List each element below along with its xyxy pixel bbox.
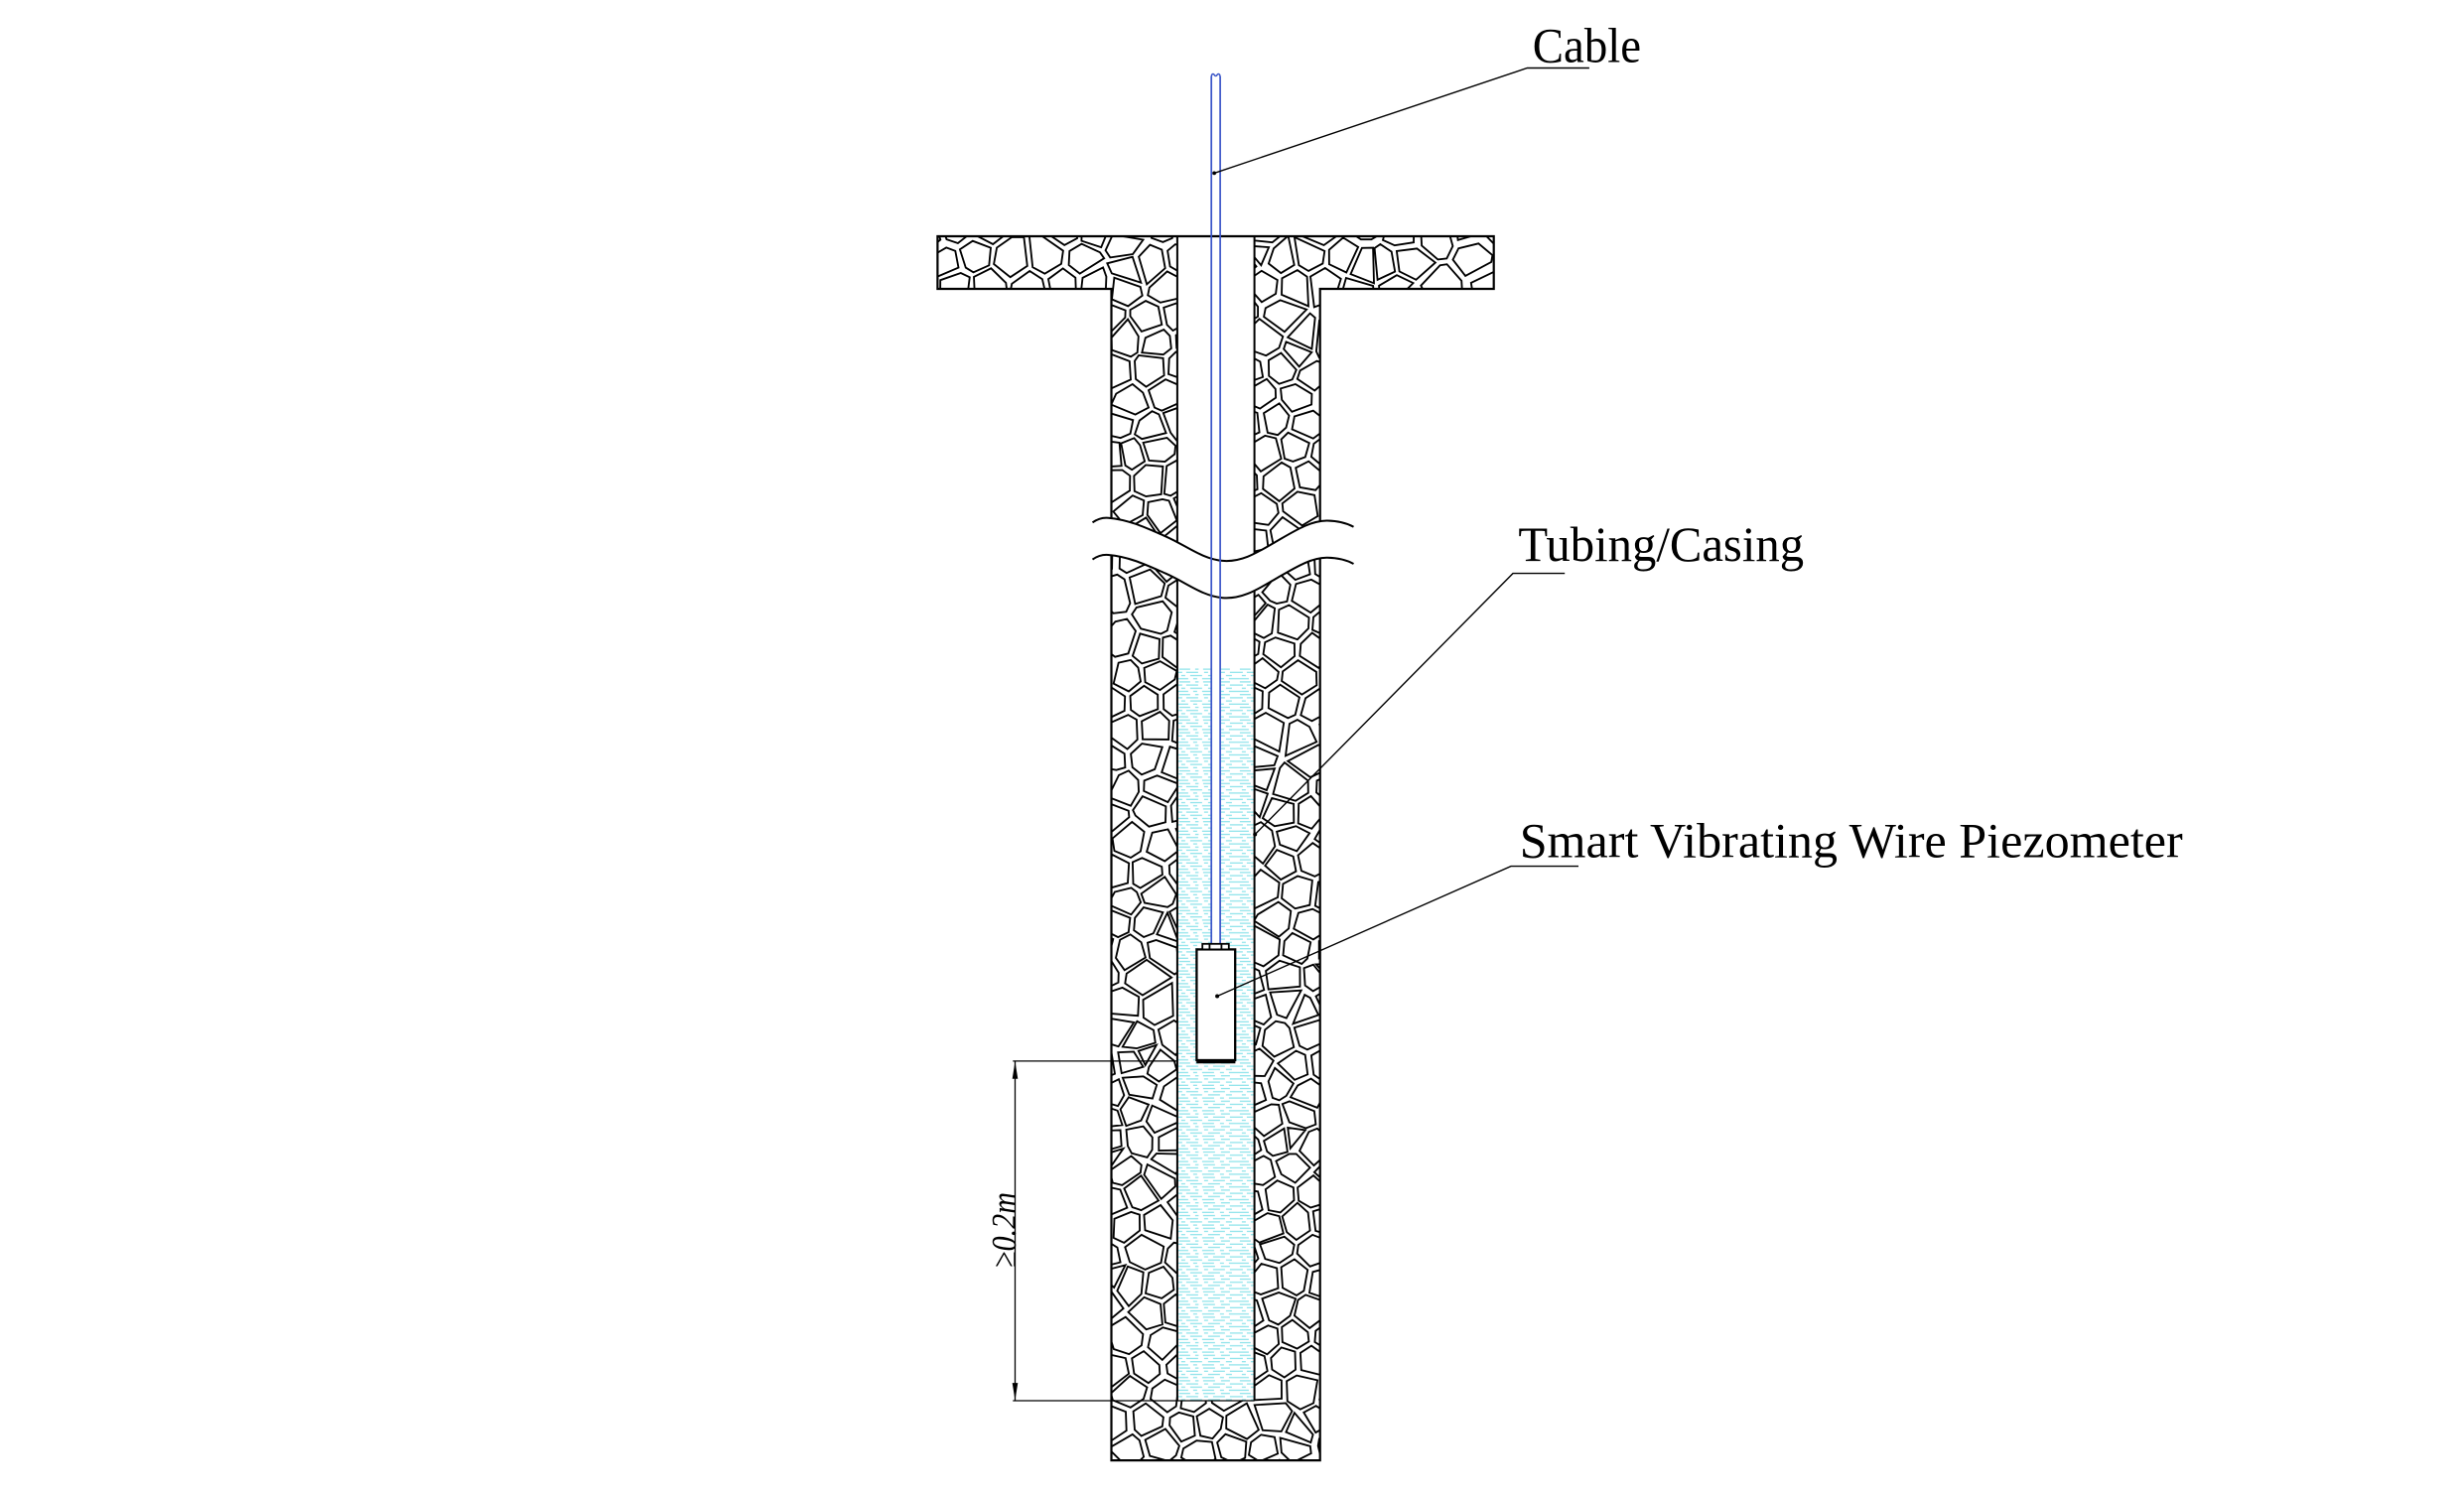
svg-text:Tubing/Casing: Tubing/Casing bbox=[1518, 516, 1804, 572]
svg-text:Smart Vibrating Wire Piezomete: Smart Vibrating Wire Piezometer bbox=[1520, 812, 2183, 868]
svg-text:Cable: Cable bbox=[1533, 18, 1641, 73]
svg-text:≥0.2m: ≥0.2m bbox=[985, 1192, 1024, 1268]
